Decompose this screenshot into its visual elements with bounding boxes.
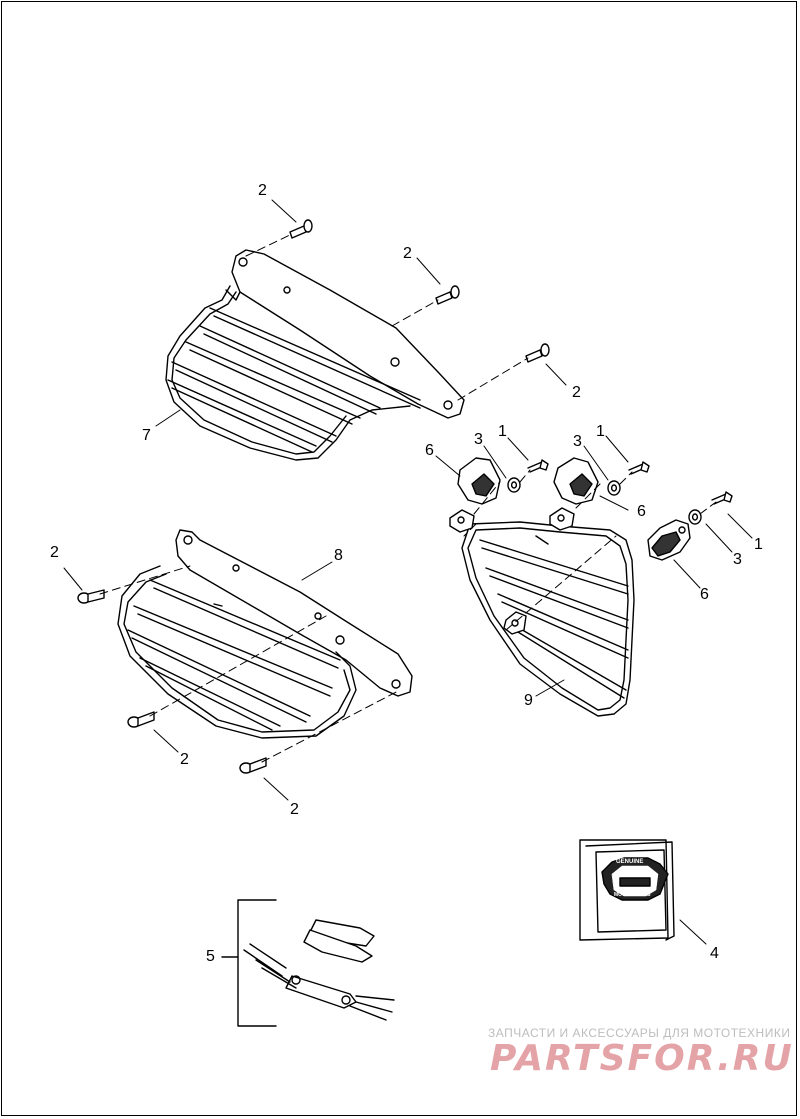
pack-label-bottom: MOTOR PARTS xyxy=(614,892,651,898)
guard-rail-upper xyxy=(165,249,465,461)
callout-2-top: 2 xyxy=(258,182,267,199)
alignment-lines xyxy=(99,233,717,763)
watermark-logo: PARTSFOR.RU xyxy=(490,1038,794,1079)
callout-4: 4 xyxy=(710,945,719,962)
genuine-parts-pack xyxy=(579,839,675,941)
tool-kit xyxy=(221,899,395,1027)
callout-7: 7 xyxy=(142,427,151,444)
bolts-short xyxy=(527,459,733,505)
callout-3-left: 3 xyxy=(474,431,483,448)
callout-2-right: 2 xyxy=(572,384,581,401)
callout-2-bottom-a: 2 xyxy=(180,751,189,768)
callout-3-mid: 3 xyxy=(573,433,582,450)
pack-label-top: GENUINE xyxy=(616,859,644,865)
leader-lines xyxy=(63,199,753,945)
callout-1-right: 1 xyxy=(754,536,763,553)
callout-2-bottom-b: 2 xyxy=(290,801,299,818)
callout-6-mid: 6 xyxy=(637,503,646,520)
callout-6-left: 6 xyxy=(425,442,434,459)
callout-5: 5 xyxy=(206,948,215,965)
callout-2-mid: 2 xyxy=(403,245,412,262)
callout-9: 9 xyxy=(524,692,533,709)
guard-rail-right xyxy=(449,507,635,717)
washers xyxy=(507,477,702,525)
bumper-c xyxy=(647,519,691,561)
callout-1-mid: 1 xyxy=(596,423,605,440)
callout-3-right: 3 xyxy=(733,551,742,568)
watermark-text: ЗАПЧАСТИ И АКСЕССУАРЫ ДЛЯ МОТОТЕХНИКИ xyxy=(488,1026,791,1040)
bumper-b xyxy=(553,457,599,505)
screws xyxy=(77,219,550,774)
bumper-a xyxy=(457,457,501,505)
guard-rail-lower-left xyxy=(117,529,413,739)
callout-6-right: 6 xyxy=(700,586,709,603)
callout-1-left: 1 xyxy=(498,423,507,440)
callout-8: 8 xyxy=(334,547,343,564)
callout-2-left: 2 xyxy=(50,544,59,561)
